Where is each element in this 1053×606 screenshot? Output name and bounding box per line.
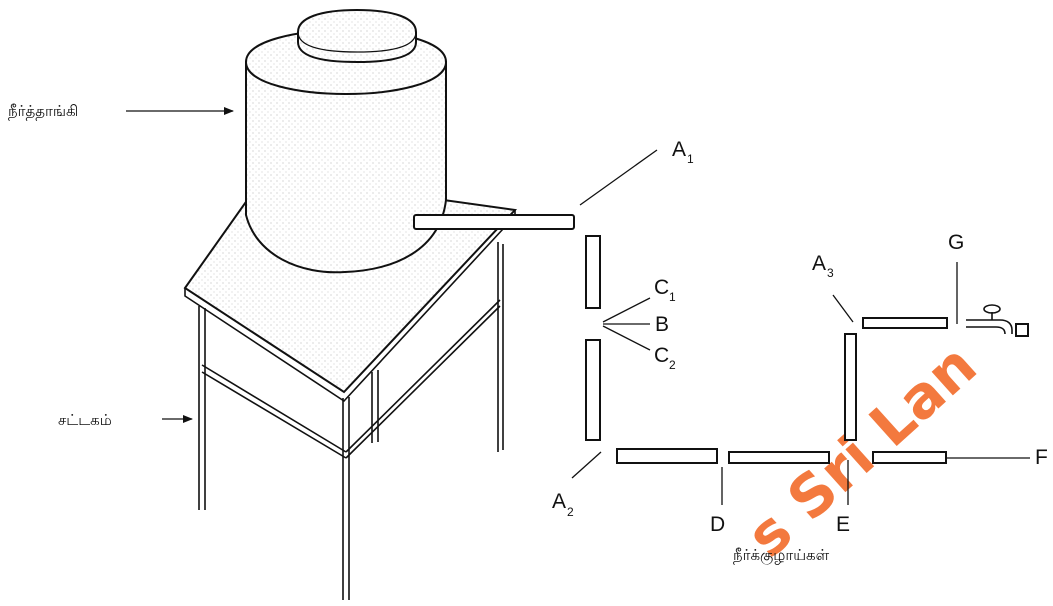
pipes-label: நீர்க்குழாய்கள் <box>733 546 830 565</box>
label-c1: C 1 <box>654 276 676 304</box>
tank-label-text: நீர்த்தாங்கி <box>8 102 78 120</box>
frame-label: சட்டகம் <box>58 411 193 429</box>
label-a3: A 3 <box>812 252 834 280</box>
svg-text:3: 3 <box>827 266 834 280</box>
tank-label: நீர்த்தாங்கி <box>8 102 234 120</box>
pipe-horizontal-1 <box>616 448 718 464</box>
label-c2: C 2 <box>654 344 676 372</box>
svg-text:C: C <box>654 276 669 299</box>
svg-text:A: A <box>812 252 826 275</box>
tap-icon <box>966 304 1029 337</box>
water-tank <box>244 8 448 274</box>
leader-lines <box>571 149 1030 505</box>
watermark-text: s Sri Lan <box>734 331 989 571</box>
label-e: E <box>836 513 850 536</box>
svg-text:1: 1 <box>687 152 694 166</box>
svg-text:2: 2 <box>567 505 574 519</box>
label-a1: A 1 <box>672 138 694 166</box>
svg-text:1: 1 <box>669 290 676 304</box>
pipe-vertical-right <box>844 333 857 441</box>
label-g: G <box>948 231 964 254</box>
label-a2: A 2 <box>552 490 574 519</box>
pipe-horizontal-3 <box>872 451 947 464</box>
label-b: B <box>655 313 669 336</box>
pipe-vertical-lower <box>585 339 601 441</box>
pipe-vertical-upper <box>585 235 601 309</box>
label-f: F <box>1035 446 1048 469</box>
frame-label-text: சட்டகம் <box>58 411 112 429</box>
pipe-horizontal-2 <box>728 451 830 464</box>
pipe-sections <box>585 235 948 464</box>
watermark: s Sri Lan <box>734 331 989 571</box>
label-d: D <box>710 513 725 536</box>
svg-text:C: C <box>654 344 669 367</box>
svg-text:2: 2 <box>669 358 676 372</box>
svg-text:A: A <box>552 490 566 513</box>
outlet-pipe <box>413 214 575 230</box>
pipe-horizontal-top <box>862 317 948 329</box>
svg-text:A: A <box>672 138 686 161</box>
